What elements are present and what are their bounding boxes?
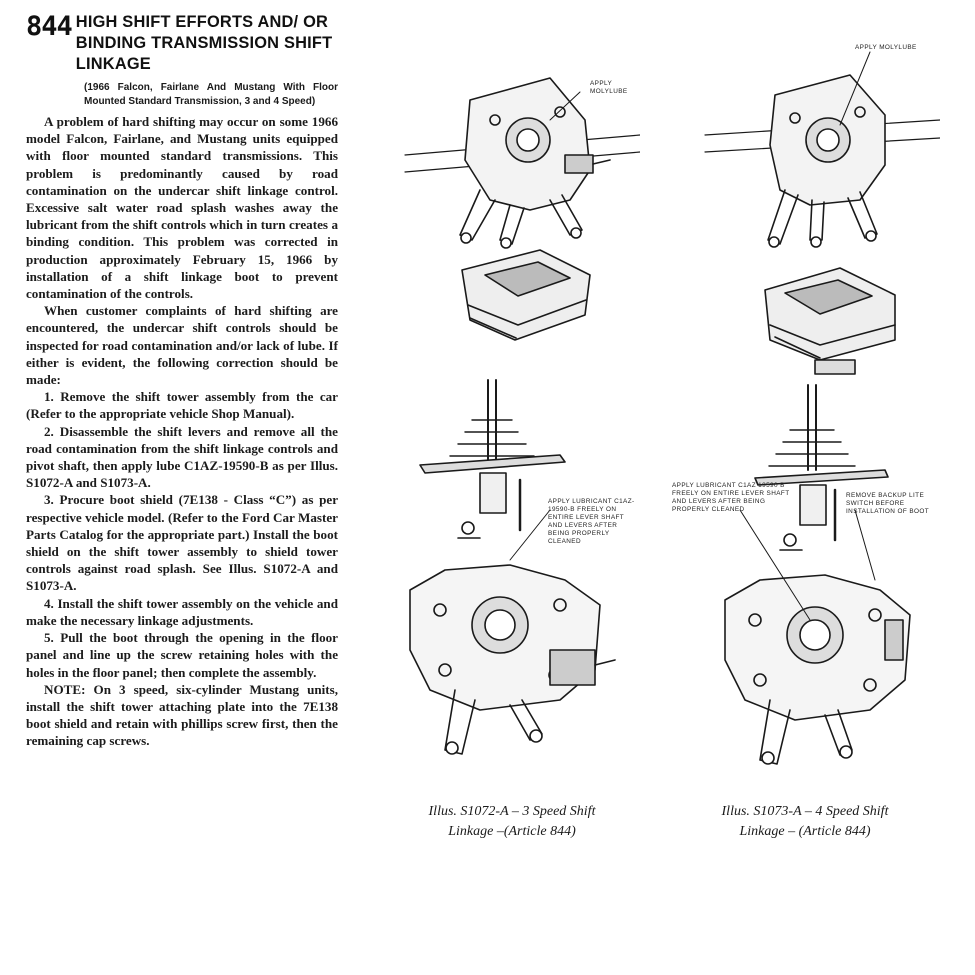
step-5: 5. Pull the boot through the opening in … — [26, 630, 338, 680]
paragraph-intro: A problem of hard shifting may occur on … — [26, 114, 338, 302]
step-3: 3. Procure boot shield (7E138 - Class “C… — [26, 492, 338, 594]
figure-4-speed-drawing — [704, 51, 940, 765]
article-body: A problem of hard shifting may occur on … — [26, 113, 338, 750]
step-1: 1. Remove the shift tower assembly from … — [26, 389, 338, 422]
caption-3-speed-line2: Linkage –(Article 844) — [448, 824, 576, 839]
article-title: HIGH SHIFT EFFORTS AND/ OR BINDING TRANS… — [75, 13, 333, 73]
note-apply-molylube-3spd: APPLY MOLYLUBE — [590, 80, 628, 95]
caption-4-speed: Illus. S1073-A – 4 Speed Shift Linkage –… — [682, 802, 928, 842]
figure-4-speed-linkage: APPLY MOLYLUBE APPLY LUBRICANT C1AZ 1959… — [672, 40, 940, 770]
note-apply-lubricant-4spd: APPLY LUBRICANT C1AZ 19590 B FREELY ON E… — [672, 482, 790, 513]
note-apply-molylube-4spd: APPLY MOLYLUBE — [855, 44, 917, 51]
article-number: 844 — [26, 11, 73, 42]
step-2: 2. Disassemble the shift levers and remo… — [26, 423, 338, 491]
figure-3-speed-drawing — [404, 77, 640, 755]
paragraph-inspection: When customer complaints of hard shiftin… — [26, 303, 338, 388]
caption-4-speed-line2: Linkage – (Article 844) — [739, 824, 871, 839]
article-header: 844 HIGH SHIFT EFFORTS AND/ OR BINDING T… — [26, 12, 338, 75]
caption-3-speed: Illus. S1072-A – 3 Speed Shift Linkage –… — [392, 802, 632, 842]
caption-4-speed-line1: Illus. S1073-A – 4 Speed Shift — [721, 804, 889, 819]
article-844: 844 HIGH SHIFT EFFORTS AND/ OR BINDING T… — [26, 12, 338, 750]
caption-3-speed-line1: Illus. S1072-A – 3 Speed Shift — [428, 804, 596, 819]
note-remove-backup-switch: REMOVE BACKUP LITE SWITCH BEFORE INSTALL… — [846, 492, 930, 515]
step-4: 4. Install the shift tower assembly on t… — [26, 595, 338, 628]
note-paragraph: NOTE: On 3 speed, six-cylinder Mustang u… — [26, 681, 338, 749]
article-subtitle: (1966 Falcon, Fairlane And Mustang With … — [84, 82, 338, 107]
note-apply-lubricant-3spd: APPLY LUBRICANT C1AZ-19590-B FREELY ON E… — [548, 498, 635, 545]
figure-3-speed-linkage: APPLY MOLYLUBE APPLY LUBRICANT C1AZ-1959… — [400, 60, 640, 760]
